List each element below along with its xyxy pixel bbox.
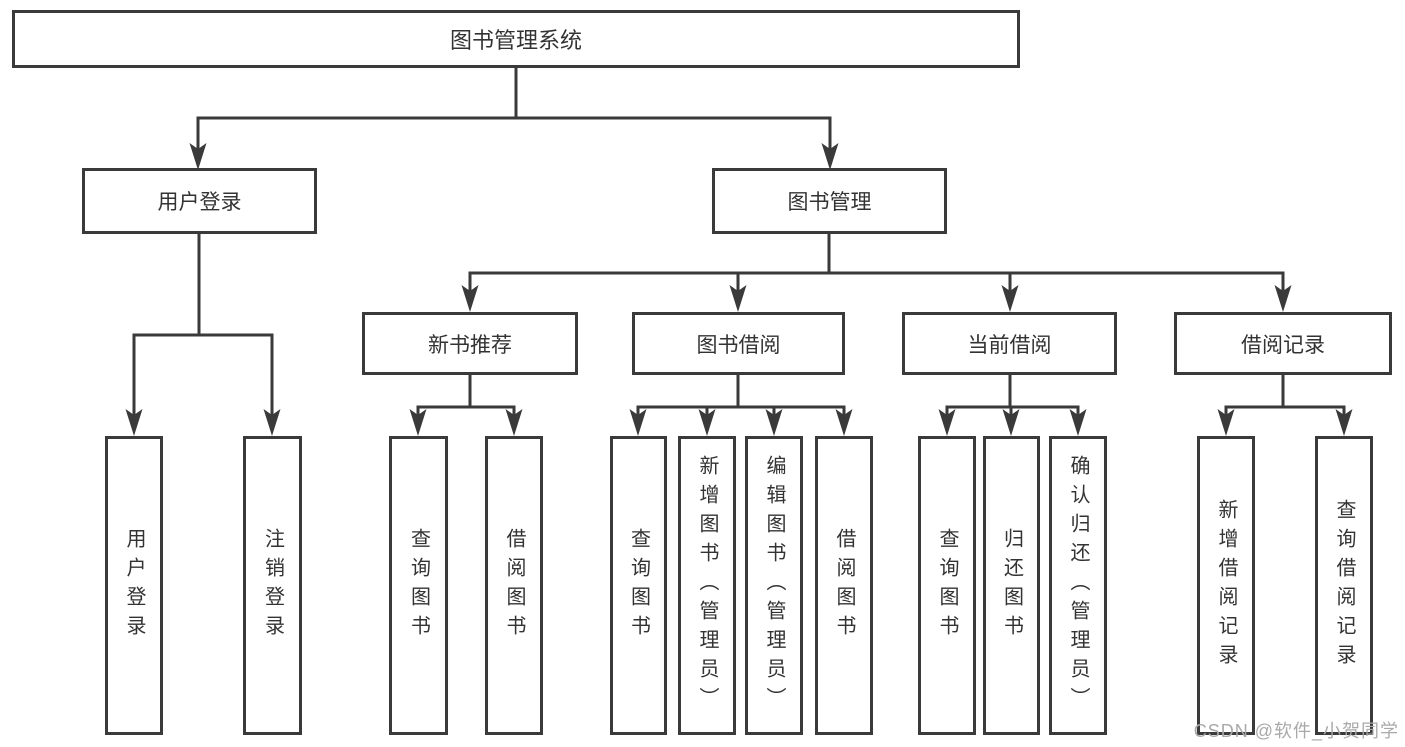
connector-arrowheads	[125, 143, 1353, 436]
leaf-user-login: 用户登录	[105, 436, 163, 735]
node-new-book-recommend: 新书推荐	[362, 312, 578, 375]
node-root: 图书管理系统	[12, 10, 1020, 68]
leaf-return-books: 归还图书	[983, 436, 1040, 735]
leaf-query-borrow-record: 查询借阅记录	[1315, 436, 1373, 735]
leaf-logout: 注销登录	[243, 436, 302, 735]
leaf-add-books-admin: 新增图书（管理员）	[678, 436, 736, 735]
leaf-user-login-label: 用户登录	[123, 527, 145, 644]
connector-lines	[132, 68, 1346, 416]
node-new-book-recommend-label: 新书推荐	[428, 333, 512, 357]
leaf-borrow-books: 借阅图书	[815, 436, 873, 735]
node-user-login: 用户登录	[82, 168, 317, 234]
node-current-borrow-label: 当前借阅	[967, 333, 1052, 357]
leaf-borrow-books-recommend-label: 借阅图书	[503, 527, 525, 644]
node-book-management: 图书管理	[712, 168, 947, 234]
node-current-borrow: 当前借阅	[902, 312, 1117, 375]
leaf-query-books-recommend: 查询图书	[389, 436, 448, 735]
leaf-query-borrow-record-label: 查询借阅记录	[1333, 498, 1355, 673]
csdn-watermark: CSDN @软件_小贺同学	[1193, 721, 1399, 741]
leaf-confirm-return-admin-label: 确认归还（管理员）	[1067, 455, 1089, 716]
leaf-edit-books-admin-label: 编辑图书（管理员）	[763, 455, 785, 716]
node-book-borrow-label: 图书借阅	[696, 333, 781, 357]
leaf-query-books-borrow: 查询图书	[610, 436, 667, 735]
leaf-query-books-recommend-label: 查询图书	[407, 527, 430, 644]
node-user-login-label: 用户登录	[157, 191, 242, 214]
leaf-edit-books-admin: 编辑图书（管理员）	[745, 436, 803, 735]
leaf-return-books-label: 归还图书	[1000, 527, 1023, 644]
leaf-add-books-admin-label: 新增图书（管理员）	[696, 455, 718, 716]
node-root-label: 图书管理系统	[449, 28, 582, 53]
leaf-add-borrow-record-label: 新增借阅记录	[1215, 498, 1237, 673]
leaf-add-borrow-record: 新增借阅记录	[1197, 436, 1255, 735]
node-book-borrow: 图书借阅	[632, 312, 845, 375]
node-borrow-records: 借阅记录	[1174, 312, 1392, 375]
leaf-logout-label: 注销登录	[261, 527, 284, 644]
node-book-management-label: 图书管理	[787, 191, 872, 214]
leaf-query-books-current: 查询图书	[918, 436, 976, 735]
leaf-borrow-books-recommend: 借阅图书	[485, 436, 543, 735]
leaf-query-books-borrow-label: 查询图书	[627, 527, 650, 644]
leaf-query-books-current-label: 查询图书	[936, 527, 958, 644]
leaf-confirm-return-admin: 确认归还（管理员）	[1049, 436, 1107, 735]
node-borrow-records-label: 借阅记录	[1241, 333, 1325, 357]
leaf-borrow-books-label: 借阅图书	[833, 527, 855, 644]
